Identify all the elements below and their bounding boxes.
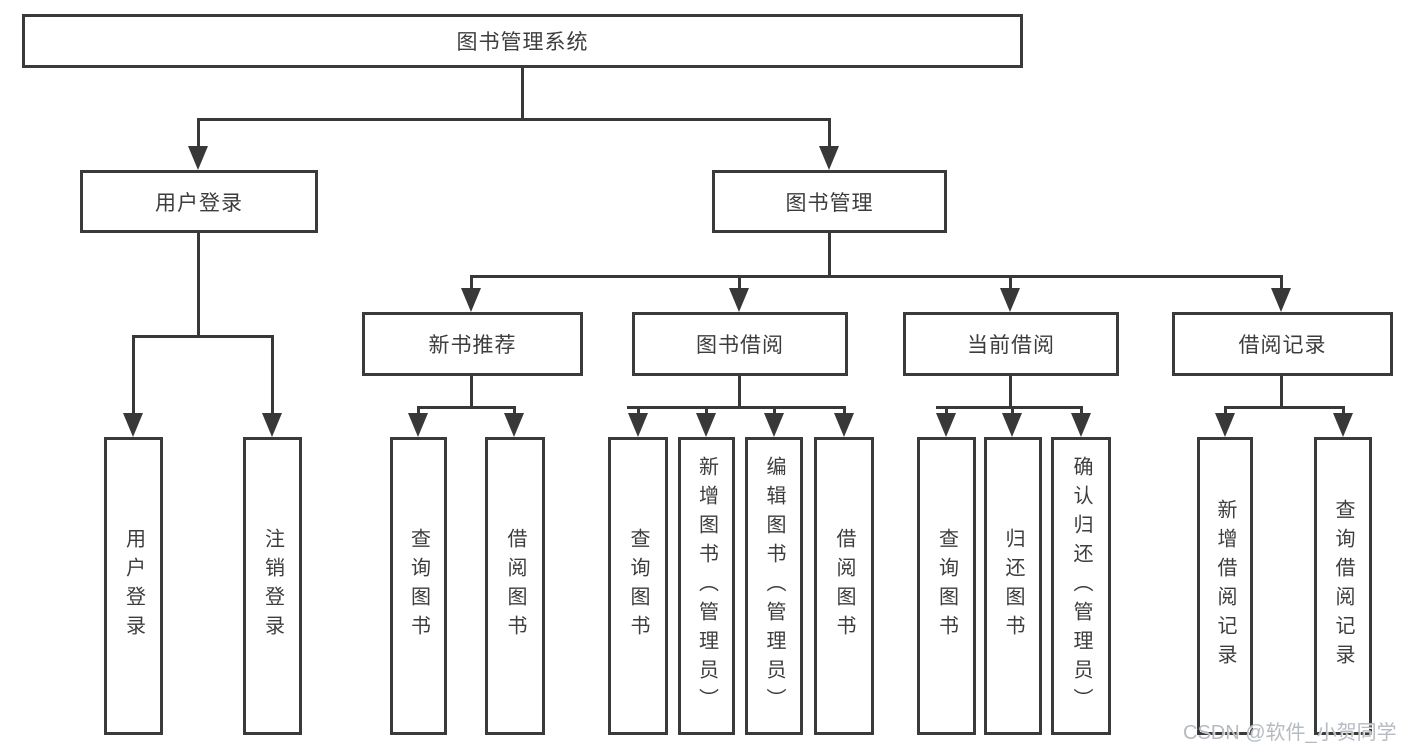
connector-borrow-records-stem	[1280, 376, 1283, 409]
node-borrow-records-label: 借阅记录	[1238, 334, 1327, 357]
node-new-books-label: 新书推荐	[428, 334, 517, 357]
leaf-bb-borrow-books-label: 借阅图书	[833, 528, 855, 644]
leaf-bb-add-books-admin-label: 新增图书（管理员）	[695, 455, 718, 717]
leaf-nb-query-books: 查询图书	[390, 437, 447, 735]
node-user-login-label: 用户登录	[155, 191, 243, 215]
leaf-bb-query-books: 查询图书	[608, 437, 668, 735]
connector-bb-leaf2-drop	[705, 406, 708, 417]
leaf-br-query-record: 查询借阅记录	[1314, 437, 1372, 735]
leaf-cb-return-books: 归还图书	[984, 437, 1042, 735]
connector-user-login-stem	[197, 233, 200, 338]
leaf-nb-borrow-books: 借阅图书	[485, 437, 545, 735]
leaf-bb-borrow-books: 借阅图书	[814, 437, 874, 735]
connector-cb-leaf3-drop	[1080, 406, 1083, 417]
arrow-nb-leaf1	[408, 413, 428, 437]
connector-new-books-stem	[470, 376, 473, 409]
leaf-bb-edit-books-admin-label: 编辑图书（管理员）	[763, 455, 785, 717]
arrow-cb-leaf2	[1002, 413, 1022, 437]
leaf-logout-label: 注销登录	[261, 528, 284, 644]
connector-book-borrow-drop	[738, 275, 741, 292]
connector-ul-leaf2-drop	[271, 335, 274, 417]
arrow-br-leaf1	[1215, 413, 1235, 437]
connector-cb-leaf1-drop	[945, 406, 948, 417]
leaf-cb-return-books-label: 归还图书	[1002, 528, 1024, 644]
arrow-to-leaf-logout	[262, 413, 282, 437]
arrow-to-borrow-records	[1271, 288, 1291, 312]
leaf-bb-edit-books-admin: 编辑图书（管理员）	[745, 437, 803, 735]
leaf-logout: 注销登录	[243, 437, 302, 735]
connector-root-stem	[521, 68, 524, 121]
leaf-cb-confirm-return-admin-label: 确认归还（管理员）	[1070, 455, 1092, 717]
connector-book-mgmt-stem	[828, 233, 831, 278]
connector-br-leaf1-drop	[1224, 406, 1227, 417]
arrow-to-new-books	[461, 288, 481, 312]
connector-br-leaf2-drop	[1342, 406, 1345, 417]
arrow-to-book-mgmt	[819, 146, 839, 170]
connector-user-login-drop	[197, 118, 200, 150]
connector-user-login-bar	[132, 335, 274, 338]
leaf-nb-query-books-label: 查询图书	[407, 528, 430, 644]
arrow-bb-leaf1	[628, 413, 648, 437]
leaf-bb-add-books-admin: 新增图书（管理员）	[678, 437, 735, 735]
leaf-br-add-record-label: 新增借阅记录	[1214, 499, 1236, 673]
arrow-bb-leaf4	[834, 413, 854, 437]
connector-ul-leaf1-drop	[132, 335, 135, 417]
connector-borrow-records-bar	[1224, 406, 1344, 409]
arrow-br-leaf2	[1333, 413, 1353, 437]
node-borrow-records: 借阅记录	[1172, 312, 1393, 376]
node-book-borrow-label: 图书借阅	[696, 334, 784, 357]
connector-bb-leaf4-drop	[843, 406, 846, 417]
connector-bb-leaf3-drop	[773, 406, 776, 417]
leaf-br-query-record-label: 查询借阅记录	[1332, 499, 1354, 673]
node-library-system-label: 图书管理系统	[456, 31, 589, 54]
connector-current-borrow-drop	[1009, 275, 1012, 292]
leaf-nb-borrow-books-label: 借阅图书	[504, 528, 526, 644]
arrow-to-book-borrow	[729, 288, 749, 312]
connector-book-mgmt-drop	[828, 118, 831, 150]
connector-new-books-drop	[470, 275, 473, 292]
leaf-cb-query-books-label: 查询图书	[935, 528, 958, 644]
connector-current-borrow-bar	[936, 406, 1082, 409]
arrow-to-leaf-user-login	[123, 413, 143, 437]
arrow-cb-leaf1	[936, 413, 956, 437]
node-book-mgmt-label: 图书管理	[785, 191, 874, 215]
arrow-nb-leaf2	[504, 413, 524, 437]
connector-book-borrow-stem	[738, 376, 741, 409]
node-book-borrow: 图书借阅	[632, 312, 848, 376]
arrow-to-user-login	[188, 146, 208, 170]
arrow-bb-leaf3	[764, 413, 784, 437]
connector-cb-leaf2-drop	[1011, 406, 1014, 417]
leaf-user-login-label: 用户登录	[122, 528, 145, 644]
connector-bb-leaf1-drop	[637, 406, 640, 417]
node-book-mgmt: 图书管理	[712, 170, 947, 233]
connector-level1-bar	[197, 118, 831, 121]
connector-book-borrow-bar	[627, 406, 846, 409]
arrow-cb-leaf3	[1071, 413, 1091, 437]
node-current-borrow: 当前借阅	[903, 312, 1119, 376]
leaf-cb-query-books: 查询图书	[917, 437, 976, 735]
connector-nb-leaf1-drop	[417, 406, 420, 417]
node-current-borrow-label: 当前借阅	[967, 334, 1055, 357]
connector-borrow-records-drop	[1280, 275, 1283, 292]
connector-new-books-bar	[417, 406, 516, 409]
connector-current-borrow-stem	[1009, 376, 1012, 409]
connector-level2-bar	[470, 275, 1283, 278]
node-new-books: 新书推荐	[362, 312, 583, 376]
node-library-system: 图书管理系统	[22, 14, 1023, 68]
leaf-br-add-record: 新增借阅记录	[1197, 437, 1253, 735]
arrow-to-current-borrow	[1000, 288, 1020, 312]
arrow-bb-leaf2	[696, 413, 716, 437]
csdn-watermark: CSDN @软件_小贺同学	[1183, 722, 1397, 744]
node-user-login: 用户登录	[80, 170, 318, 233]
leaf-bb-query-books-label: 查询图书	[627, 528, 649, 644]
leaf-user-login: 用户登录	[104, 437, 163, 735]
leaf-cb-confirm-return-admin: 确认归还（管理员）	[1051, 437, 1111, 735]
connector-nb-leaf2-drop	[513, 406, 516, 417]
